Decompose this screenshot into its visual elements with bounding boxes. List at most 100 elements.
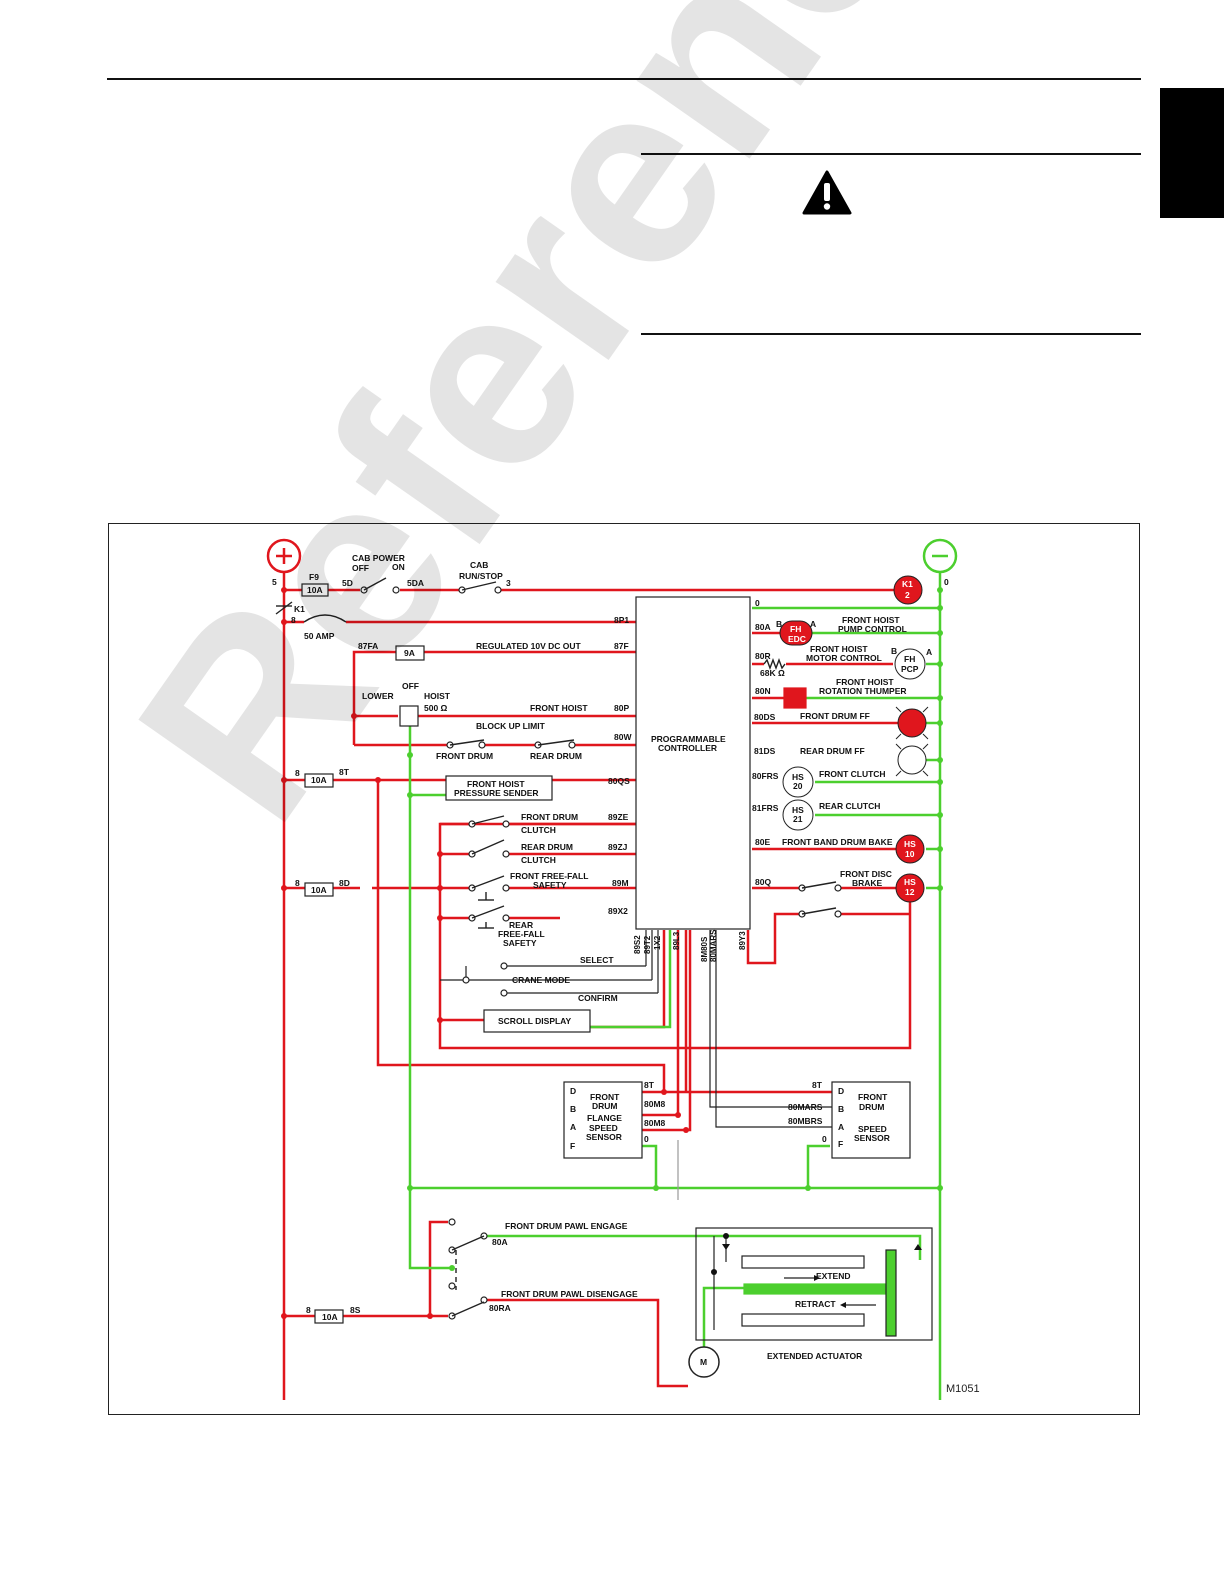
k1-relay-coil	[893, 575, 923, 605]
s1-label-3: FLANGE	[587, 1113, 622, 1123]
lbl-fhmc-2: MOTOR CONTROL	[806, 653, 882, 663]
scroll-display-box	[483, 1009, 591, 1033]
s2-label-2: DRUM	[859, 1102, 885, 1112]
s1-pin-a: A	[570, 1122, 576, 1132]
wire-89zj: 89ZJ	[608, 842, 628, 852]
wire-80mars: 80MARS	[709, 929, 718, 962]
fuse-f9	[301, 583, 329, 597]
s2-label-4: SENSOR	[854, 1133, 890, 1143]
lbl-fuse-10a-8t: 10A	[311, 775, 327, 785]
actuator-assembly	[695, 1227, 933, 1341]
lbl-fff-1: FRONT FREE-FALL	[510, 871, 588, 881]
hs20-solenoid	[782, 766, 814, 798]
pressure-sender	[445, 775, 553, 801]
header-rule	[107, 78, 1141, 80]
s1-pin-f: F	[570, 1141, 575, 1151]
pin-a2: A	[926, 647, 932, 657]
warning-bottom-rule	[641, 333, 1141, 335]
lbl-k1: K1	[294, 604, 305, 614]
wire-80frs: 80FRS	[752, 771, 779, 781]
hs21-solenoid	[782, 799, 814, 831]
s2-label-3: SPEED	[858, 1124, 887, 1134]
s2-pin-a: A	[838, 1122, 844, 1132]
s2-pin-d: D	[838, 1086, 844, 1096]
battery-negative-symbol	[922, 538, 958, 574]
wire-89l3: 89L3	[672, 931, 681, 950]
wire-0-ctrl: 0	[755, 598, 760, 608]
warning-top-rule	[641, 153, 1141, 155]
lbl-hs21-a: HS	[792, 805, 804, 815]
lbl-on: ON	[392, 562, 405, 572]
wire-80a: 80A	[755, 622, 771, 632]
lbl-front-drum-ff: FRONT DRUM FF	[800, 711, 870, 721]
lbl-fuse-10a-8d: 10A	[311, 885, 327, 895]
fuse-10a-8s	[314, 1309, 344, 1324]
lbl-front-hoist-80p: FRONT HOIST	[530, 703, 588, 713]
wire-87fa: 87FA	[358, 641, 378, 651]
lbl-fff-2: SAFETY	[533, 880, 567, 890]
front-drum-ff-lamp	[897, 708, 927, 738]
lbl-scroll-display: SCROLL DISPLAY	[498, 1016, 572, 1026]
figure-id: M1051	[946, 1383, 980, 1395]
lbl-hs20-b: 20	[793, 781, 803, 791]
wire-80m8-b: 80M8	[644, 1118, 666, 1128]
front-drum-speed-sensor	[831, 1081, 911, 1159]
s1-label-4: SPEED	[589, 1123, 618, 1133]
lbl-off: OFF	[352, 563, 369, 573]
lbl-rff-1: REAR	[509, 920, 533, 930]
lbl-regulated-10v: REGULATED 10V DC OUT	[476, 641, 581, 651]
indicator-coils	[779, 575, 927, 903]
wire-5da: 5DA	[407, 578, 424, 588]
lbl-fh-pcp-2: PCP	[901, 664, 919, 674]
lbl-rear-drum-ff: REAR DRUM FF	[800, 746, 865, 756]
section-tab	[1160, 88, 1224, 218]
lbl-fdb-1: FRONT DISC	[840, 869, 892, 879]
lbl-50amp: 50 AMP	[304, 631, 335, 641]
wire-81ds: 81DS	[754, 746, 776, 756]
lbl-f9-amp: 10A	[307, 585, 323, 595]
wire-8t-s1: 8T	[644, 1080, 655, 1090]
hs12-solenoid	[895, 873, 925, 903]
lbl-front-drum-limit: FRONT DRUM	[436, 751, 493, 761]
lbl-fh-edc-2: EDC	[788, 634, 806, 644]
lbl-select: SELECT	[580, 955, 614, 965]
lbl-fhmc-1: FRONT HOIST	[810, 644, 868, 654]
lbl-rear-clutch: REAR CLUTCH	[819, 801, 880, 811]
s2-pin-b: B	[838, 1104, 844, 1114]
wire-89t2: 89T2	[643, 935, 652, 954]
lbl-extend: EXTEND	[816, 1271, 850, 1281]
lbl-fdc-1: FRONT DRUM	[521, 812, 578, 822]
wire-80p: 80P	[614, 703, 629, 713]
lbl-runstop: RUN/STOP	[459, 571, 503, 581]
actuator-motor	[688, 1346, 720, 1378]
hoist-lever	[399, 705, 419, 727]
lbl-hs21-b: 21	[793, 814, 803, 824]
warning-icon	[802, 170, 852, 215]
lbl-retract: RETRACT	[795, 1299, 836, 1309]
wire-89ze: 89ZE	[608, 812, 629, 822]
fuse-10a-8d	[304, 882, 334, 897]
wire-1x2: 1X2	[653, 935, 662, 950]
lbl-pressure-1: FRONT HOIST	[467, 779, 525, 789]
wire-0-top: 0	[944, 577, 949, 587]
fuse-10a-8t	[304, 773, 334, 788]
lbl-hoist: HOIST	[424, 691, 451, 701]
wire-0-s1: 0	[644, 1134, 649, 1144]
lbl-fhrt-1: FRONT HOIST	[836, 677, 894, 687]
lbl-rff-3: SAFETY	[503, 938, 537, 948]
lbl-rdc-1: REAR DRUM	[521, 842, 573, 852]
wire-80a-pawl: 80A	[492, 1237, 508, 1247]
s1-label-1: FRONT	[590, 1092, 620, 1102]
s2-pin-f: F	[838, 1139, 843, 1149]
component-boxes	[301, 583, 911, 1324]
wire-80e: 80E	[755, 837, 770, 847]
lbl-hs10-b: 10	[905, 849, 915, 859]
wire-8t: 8T	[339, 767, 350, 777]
wire-87f: 87F	[614, 641, 629, 651]
wire-89m: 89M	[612, 878, 629, 888]
wire-80m8-a: 80M8	[644, 1099, 666, 1109]
wire-0-s2: 0	[822, 1134, 827, 1144]
lbl-hs12-b: 12	[905, 887, 915, 897]
lbl-rff-2: FREE-FALL	[498, 929, 545, 939]
